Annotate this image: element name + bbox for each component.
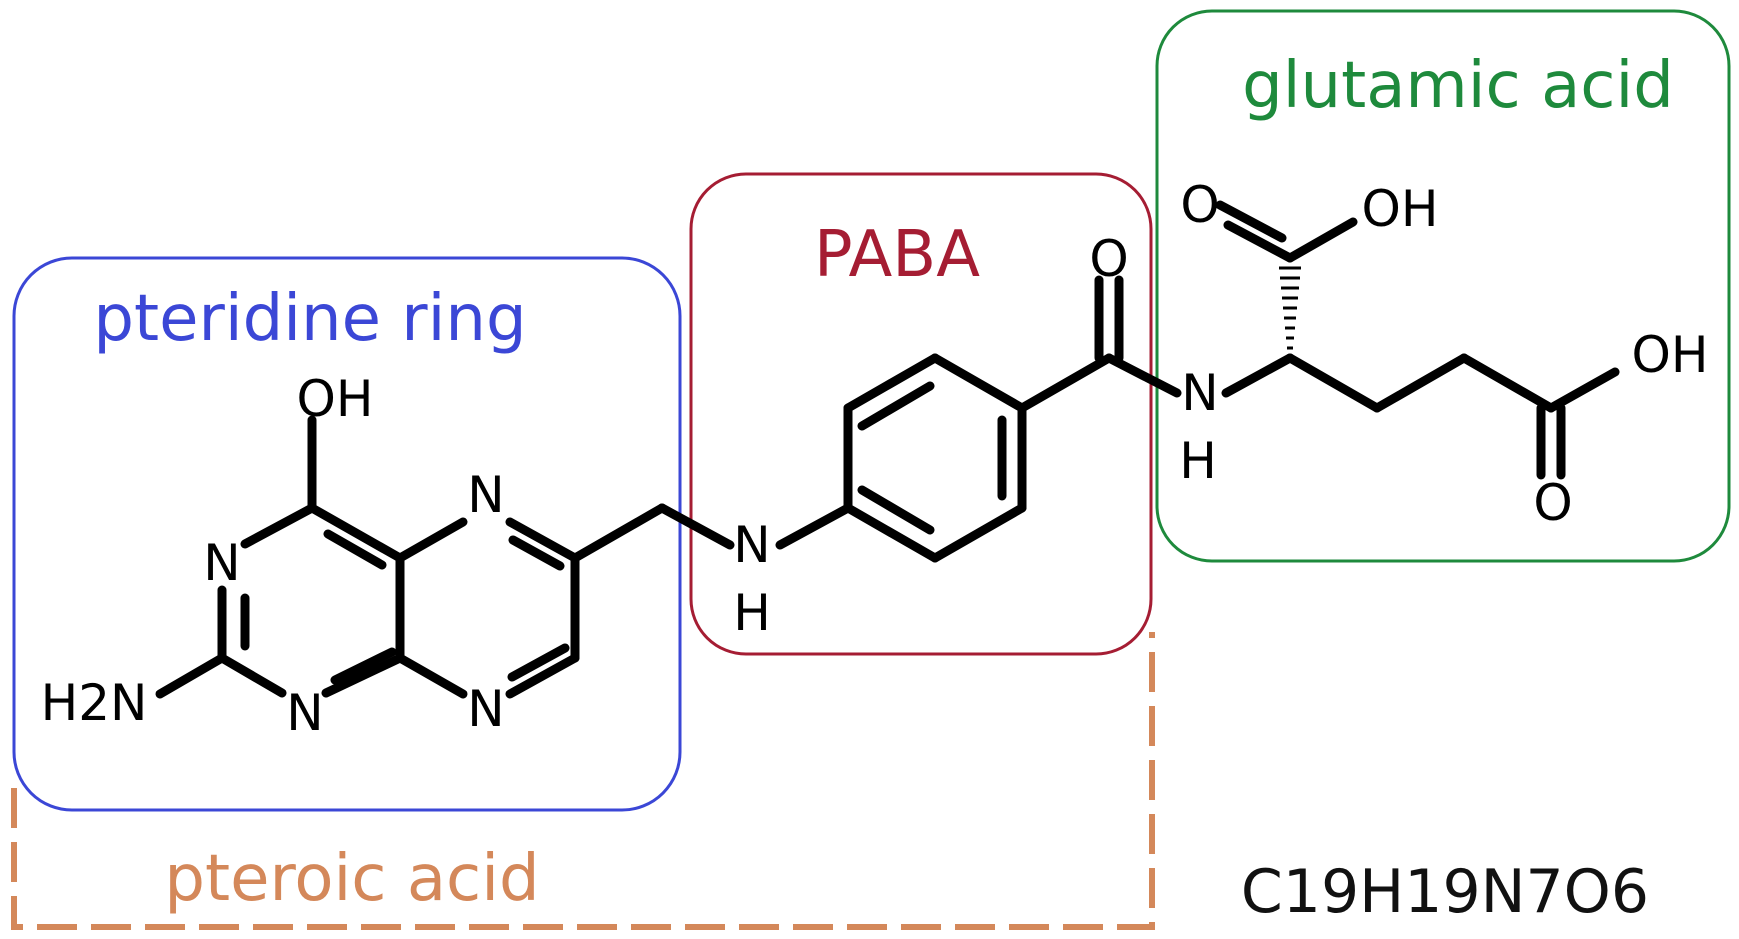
atom-n-linker: N: [733, 516, 770, 574]
paba-box: [689, 172, 1153, 656]
glutamic-acid-box: [1155, 9, 1731, 563]
hashed-wedge-bond: [1279, 266, 1301, 350]
atom-o-alpha-carboxyl: O: [1180, 176, 1219, 234]
atom-n-pyrazine-8: N: [467, 680, 504, 738]
pteridine-ring-box: [12, 256, 682, 812]
pteroic-acid-bracket: [11, 632, 1155, 930]
atom-labels: OH N H2N N N N N H O N H O OH OH O: [41, 176, 1709, 742]
atom-oh-gamma-carboxyl: OH: [1632, 326, 1709, 384]
atom-n-amide: N: [1181, 364, 1218, 422]
pteroic-acid-label: pteroic acid: [164, 842, 539, 916]
pteridine-ring-label: pteridine ring: [93, 282, 526, 356]
atom-h-amide: H: [1179, 432, 1217, 490]
atom-n-pyrazine-5: N: [467, 466, 504, 524]
atom-o-gamma-carboxyl: O: [1533, 474, 1572, 532]
glutamic-acid-label: glutamic acid: [1242, 49, 1674, 123]
molecule-bonds: [155, 200, 1620, 699]
atom-n-pyrimidine-1: N: [203, 534, 240, 592]
atom-oh-pteridine: OH: [297, 370, 374, 428]
paba-label: PABA: [814, 218, 980, 292]
atom-oh-alpha-carboxyl: OH: [1362, 180, 1439, 238]
molecular-formula: C19H19N7O6: [1241, 857, 1649, 927]
atom-n-pyrimidine-3: N: [286, 684, 323, 742]
atom-h2n: H2N: [41, 674, 148, 732]
atom-o-amide: O: [1089, 230, 1128, 288]
atom-h-linker: H: [733, 584, 771, 642]
